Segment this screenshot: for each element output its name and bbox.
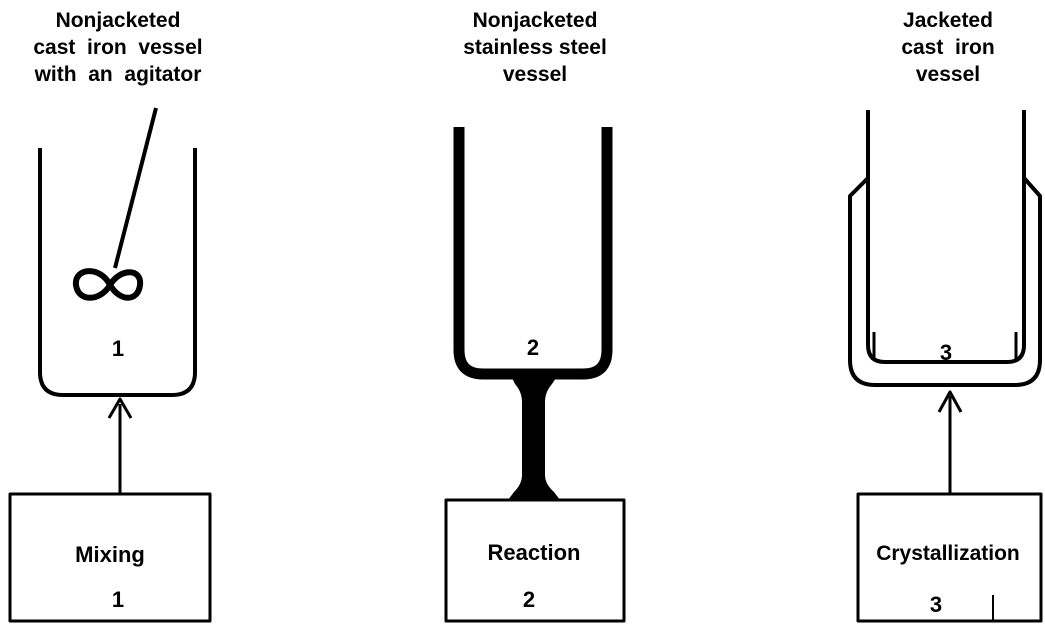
reaction-step-number: 2 [523,587,535,612]
crystallization-step-number: 3 [930,592,942,617]
agitator-shaft [113,107,158,269]
crystallization-step-box [856,492,1043,623]
reaction-step-label: Reaction [488,540,581,565]
mixing-step-label: Mixing [75,542,145,567]
vessel-1-body [38,148,197,397]
vessel-1-label-line-3: with an agitator [34,63,202,86]
vessel-3-inner-body [866,110,1026,364]
arrow-up-icon [107,397,133,494]
reaction-step-box [444,498,626,623]
vessel-3-number: 3 [940,340,952,365]
vessel-2-label-line-1: Nonjacketed [473,9,598,32]
vessel-1-group: Nonjacketed cast iron vessel with an agi… [8,9,212,623]
mixing-step-box [8,492,212,623]
vessel-1-label-line-2: cast iron vessel [33,36,202,59]
vessel-3-label-line-2: cast iron [901,36,994,59]
vessel-3-jacket [848,176,1042,387]
vessel-2-connector [508,378,560,500]
vessel-3-label-line-3: vessel [916,63,980,86]
vessel-2-number: 2 [527,335,539,360]
vessel-2-group: Nonjacketed stainless steel vessel 2 Rea… [444,9,626,623]
arrow-up-icon [937,390,963,494]
agitator-icon [72,268,144,301]
vessel-1-label-line-1: Nonjacketed [56,9,181,32]
mixing-step-number: 1 [112,587,124,612]
vessel-3-group: Jacketed cast iron vessel 3 Crystallizat… [848,9,1043,623]
vessel-1-number: 1 [112,336,124,361]
vessel-2-body [453,127,613,380]
vessel-2-label-line-2: stainless steel [463,36,607,59]
crystallization-step-label: Crystallization [876,542,1020,565]
vessel-3-label-line-1: Jacketed [903,9,993,32]
vessel-2-label-line-3: vessel [503,63,567,86]
